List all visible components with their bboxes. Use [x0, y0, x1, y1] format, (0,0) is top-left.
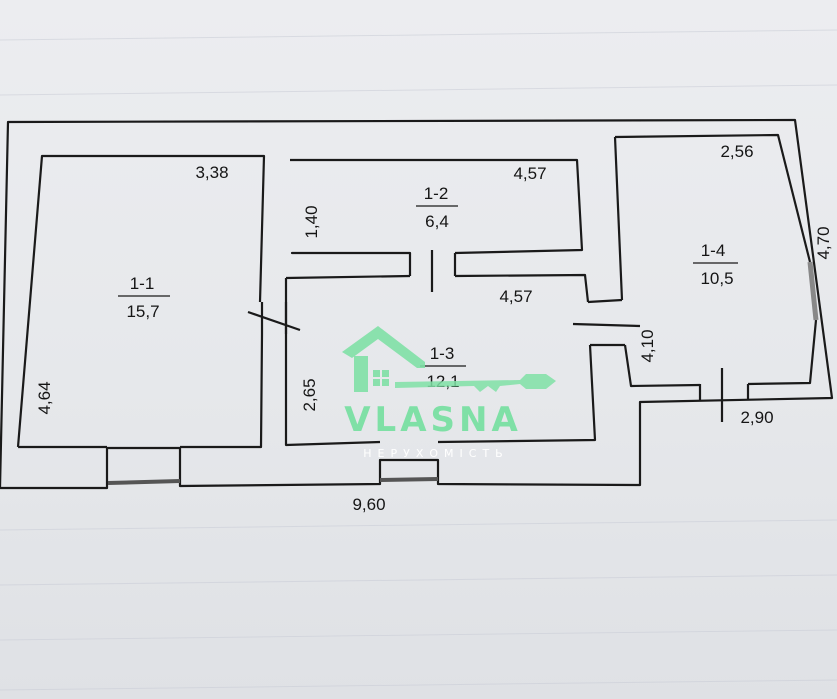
room-1-4-walls: [613, 133, 818, 388]
room-1-4-area: 10,5: [700, 269, 733, 288]
dim-1-4-width: 2,56: [720, 142, 753, 161]
brand-subtitle: НЕРУХОМІСТЬ: [363, 447, 508, 460]
window-left: [107, 479, 181, 485]
dimension-labels: 3,38 4,64 4,57 1,40 4,57 2,65 2,56 4,10 …: [35, 142, 833, 514]
vlasna-watermark: VLASNA НЕРУХОМІСТЬ: [342, 326, 556, 460]
room-1-2-area: 6,4: [425, 212, 449, 231]
window-middle: [379, 477, 439, 482]
dim-1-4-bottom: 2,90: [740, 408, 773, 427]
key-icon: [395, 374, 556, 392]
dim-total-width: 9,60: [352, 495, 385, 514]
room-labels: 1-1 15,7 1-2 6,4 1-3 12,1 1-4 10,5: [118, 184, 738, 391]
room-1-3-walls: [284, 273, 597, 447]
paper-grid: [0, 29, 837, 691]
room-1-1-walls: [16, 154, 266, 449]
brand-name: VLASNA: [344, 400, 522, 440]
door-1-4-out: [698, 368, 750, 422]
door-1-1-1-3: [247, 302, 301, 334]
window-right: [807, 261, 819, 321]
room-1-2-id: 1-2: [424, 184, 449, 203]
door-1-3-1-4: [572, 298, 641, 347]
house-roof-icon: [342, 326, 425, 368]
dim-1-1-height: 4,64: [35, 381, 54, 414]
outer-wall: [0, 118, 834, 490]
dim-1-4-outer: 4,70: [814, 226, 833, 259]
walls: [0, 118, 834, 490]
dim-1-4-height: 4,10: [638, 329, 657, 362]
room-1-2-walls: [290, 158, 584, 255]
dim-1-2-height: 1,40: [302, 205, 321, 238]
dim-1-3-height: 2,65: [300, 378, 319, 411]
dim-1-2-width: 4,57: [513, 164, 546, 183]
room-1-3-id: 1-3: [430, 344, 455, 363]
window-grid-icon: [373, 370, 389, 386]
room-1-1-area: 15,7: [126, 302, 159, 321]
room-1-1-id: 1-1: [130, 274, 155, 293]
dim-1-3-width: 4,57: [499, 287, 532, 306]
door-1-2-1-3: [408, 250, 457, 292]
house-wall-icon: [354, 356, 368, 392]
room-1-4-id: 1-4: [701, 241, 726, 260]
dim-1-1-width: 3,38: [195, 163, 228, 182]
